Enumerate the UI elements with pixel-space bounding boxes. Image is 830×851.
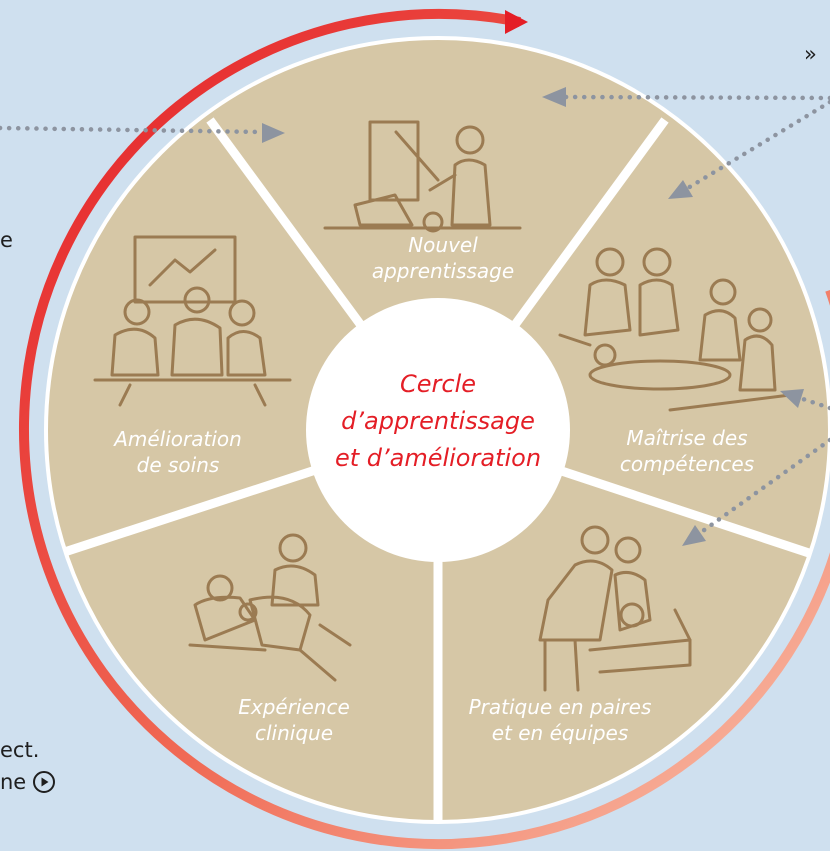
segment-label-maitrise-line2: compétences [620,452,754,476]
center-title-line1: Cercle [400,370,476,398]
segment-label-pratique-line1: Pratique en paires [469,695,652,719]
connector-arrowhead [780,389,804,408]
dotted-connector [563,94,830,101]
dotted-connector [697,437,830,536]
segment-label-experience-line1: Expérience [238,695,350,719]
center-title-line3: et d’amélioration [335,444,541,472]
connector-arrows [0,87,830,546]
segment-label-nouvel-line2: apprentissage [372,259,514,283]
cut-off-text-bottom-2: ne [0,770,56,794]
segment-label-pratique-line2: et en équipes [492,721,629,745]
disc-outline [44,36,830,824]
segment-label-nouvel-line1: Nouvel [408,233,478,257]
pair-practice-icon [538,525,692,692]
outer-progress-ring [19,9,830,850]
segment-label-amelioration-line2: de soins [137,453,220,477]
clinical-birth-icon [188,533,352,682]
connector-arrowhead [262,123,285,143]
center-circle [306,298,570,562]
segment-label-maitrise-line1: Maîtrise des [626,426,747,450]
cut-off-text-bottom-2-label: ne [0,770,27,794]
dotted-connector [797,395,830,411]
dotted-connector [685,99,830,191]
connector-arrowhead [668,180,693,199]
connector-arrowhead [682,525,706,546]
cut-off-text-top: » [804,42,817,66]
cut-off-text-mid: e [0,228,13,252]
cut-off-text-bottom-1: ect. [0,738,40,762]
segment-label-amelioration-line1: Amélioration [112,427,242,451]
center-title-line2: d’apprentissage [341,407,535,435]
segment-label-experience-line2: clinique [255,721,333,745]
teacher-presentation-icon [323,120,522,233]
group-practice-icon [558,247,792,412]
dotted-connector [0,125,265,135]
ring-arrow-tip [505,10,528,34]
play-circle-icon[interactable] [32,770,56,794]
team-meeting-icon [93,235,292,407]
connector-arrowhead [542,87,566,107]
